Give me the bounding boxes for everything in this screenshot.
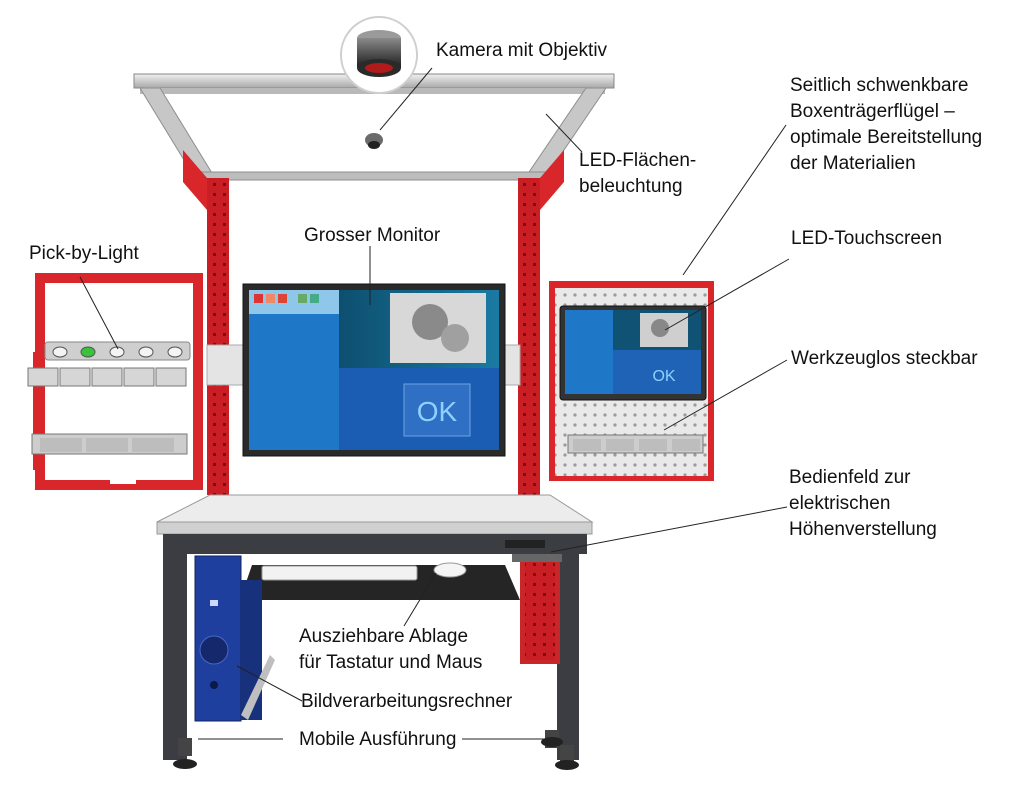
- label-seitlich-schwenkbar: Seitlich schwenkbare Boxenträgerflügel –…: [790, 73, 982, 177]
- wing-boxes: [567, 434, 704, 454]
- label-werkzeuglos: Werkzeuglos steckbar: [791, 348, 978, 369]
- led-touchscreen-device: OK: [559, 305, 707, 401]
- label-line: optimale Bereitstellung: [790, 127, 983, 148]
- label-ausziehbare-ablage: Ausziehbare Ablage für Tastatur und Maus: [299, 624, 482, 676]
- label-line: elektrischen: [789, 493, 891, 514]
- label-pick-by-light: Pick-by-Light: [29, 243, 139, 264]
- storage-boxes-bottom: [31, 433, 188, 455]
- workbench-table: [156, 494, 594, 760]
- ok-indicator-small: OK: [652, 368, 675, 385]
- label-line: Boxenträgerflügel –: [790, 101, 955, 122]
- keyboard-tray: [240, 562, 520, 600]
- height-control-panel: [505, 540, 545, 548]
- label-line: Seitlich schwenkbare: [790, 75, 969, 96]
- label-line: Bedienfeld zur: [789, 467, 911, 488]
- pick-lights: [52, 346, 183, 358]
- camera-icon: [340, 16, 418, 149]
- label-kamera: Kamera mit Objektiv: [436, 40, 608, 61]
- label-line: Ausziehbare Ablage: [299, 626, 469, 647]
- label-line: beleuchtung: [579, 176, 683, 197]
- label-led-touchscreen: LED-Touchscreen: [791, 228, 943, 249]
- label-bedienfeld: Bedienfeld zur elektrischen Höhenverstel…: [789, 465, 937, 543]
- large-monitor: OK: [242, 283, 506, 457]
- casters: [173, 730, 579, 770]
- label-mobile-ausfuehrung: Mobile Ausführung: [299, 729, 457, 750]
- ok-indicator: OK: [417, 396, 458, 427]
- label-line: für Tastatur und Maus: [299, 652, 483, 673]
- label-line: LED-Flächen-: [579, 150, 697, 171]
- storage-boxes-top: [27, 367, 187, 387]
- red-columns: [183, 150, 564, 495]
- image-processing-pc: [194, 555, 275, 722]
- label-bildverarbeitungsrechner: Bildverarbeitungsrechner: [301, 691, 513, 712]
- right-wing-panel: OK: [549, 281, 714, 481]
- label-line: Höhenverstellung: [789, 519, 937, 540]
- pick-by-light-shelf: [27, 273, 203, 490]
- label-line: der Materialien: [790, 153, 916, 174]
- label-led-flaechenbeleuchtung: LED-Flächen- beleuchtung: [579, 148, 696, 200]
- leader-lines: [79, 67, 790, 740]
- label-grosser-monitor: Grosser Monitor: [304, 225, 441, 246]
